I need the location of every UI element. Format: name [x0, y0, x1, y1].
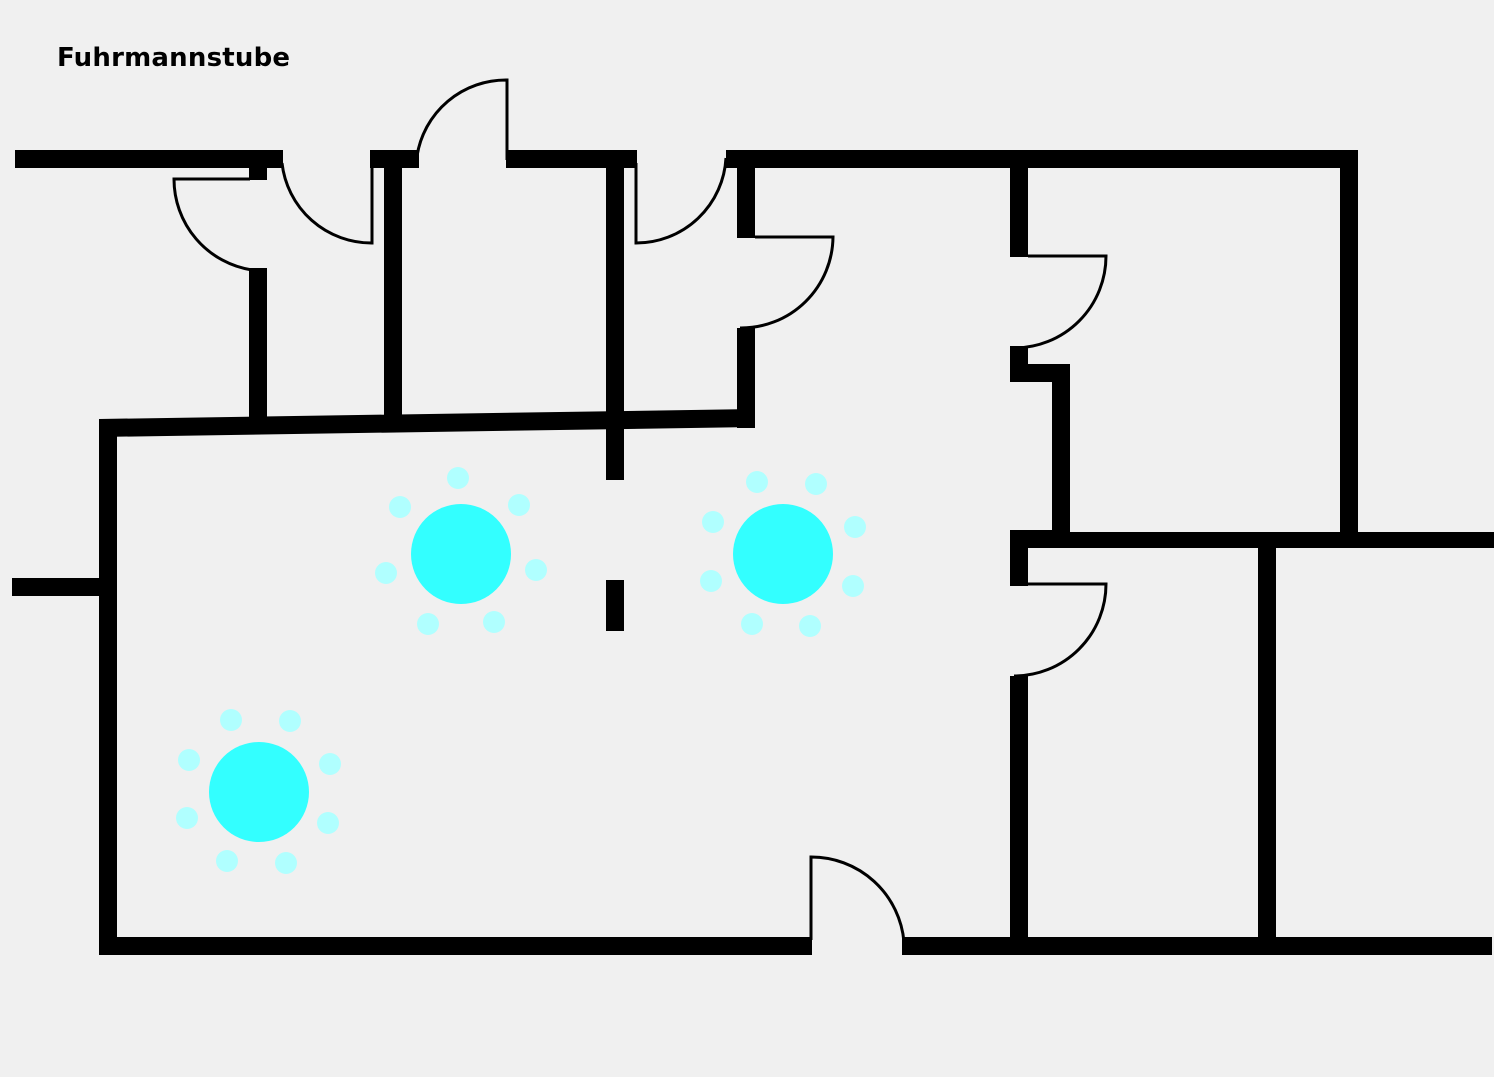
- wall: [249, 268, 267, 418]
- door: [1013, 254, 1108, 350]
- table-group: [176, 709, 341, 874]
- table: [209, 742, 309, 842]
- door: [172, 177, 253, 272]
- chair: [319, 753, 341, 775]
- chair: [389, 496, 411, 518]
- floor-plan-title: Fuhrmannstube: [57, 43, 291, 73]
- chair: [176, 807, 198, 829]
- chair: [799, 615, 821, 637]
- chair: [525, 559, 547, 581]
- chair: [178, 749, 200, 771]
- doors: [172, 78, 1108, 943]
- wall: [506, 150, 637, 168]
- wall: [384, 160, 402, 418]
- door: [809, 855, 906, 943]
- wall: [249, 150, 267, 180]
- door: [415, 78, 509, 160]
- wall: [1010, 530, 1028, 586]
- wall: [12, 578, 102, 596]
- door: [1013, 582, 1108, 678]
- table-group: [375, 467, 547, 635]
- chair: [220, 709, 242, 731]
- wall: [99, 409, 755, 437]
- chair: [317, 812, 339, 834]
- table-group: [700, 471, 866, 637]
- wall: [902, 937, 1492, 955]
- chair: [842, 575, 864, 597]
- table: [733, 504, 833, 604]
- wall: [15, 150, 283, 168]
- chair: [216, 850, 238, 872]
- chair: [702, 511, 724, 533]
- wall: [606, 580, 624, 631]
- wall: [1010, 676, 1028, 955]
- wall: [1258, 540, 1276, 955]
- door: [739, 235, 835, 330]
- wall: [1340, 150, 1358, 540]
- wall: [1010, 160, 1028, 257]
- wall: [726, 150, 1358, 168]
- wall: [1052, 364, 1070, 548]
- wall: [606, 160, 624, 480]
- door: [280, 162, 374, 245]
- wall: [99, 419, 117, 955]
- chair: [417, 613, 439, 635]
- chair: [375, 562, 397, 584]
- chair: [746, 471, 768, 493]
- chair: [483, 611, 505, 633]
- chair: [447, 467, 469, 489]
- chair: [279, 710, 301, 732]
- chair: [275, 852, 297, 874]
- wall: [737, 328, 755, 428]
- wall: [99, 937, 812, 955]
- door: [634, 157, 728, 245]
- chair: [805, 473, 827, 495]
- table: [411, 504, 511, 604]
- chair: [700, 570, 722, 592]
- chair: [844, 516, 866, 538]
- wall: [737, 160, 755, 238]
- wall: [370, 150, 419, 168]
- furniture: [176, 467, 866, 874]
- chair: [741, 613, 763, 635]
- walls: [12, 150, 1494, 955]
- chair: [508, 494, 530, 516]
